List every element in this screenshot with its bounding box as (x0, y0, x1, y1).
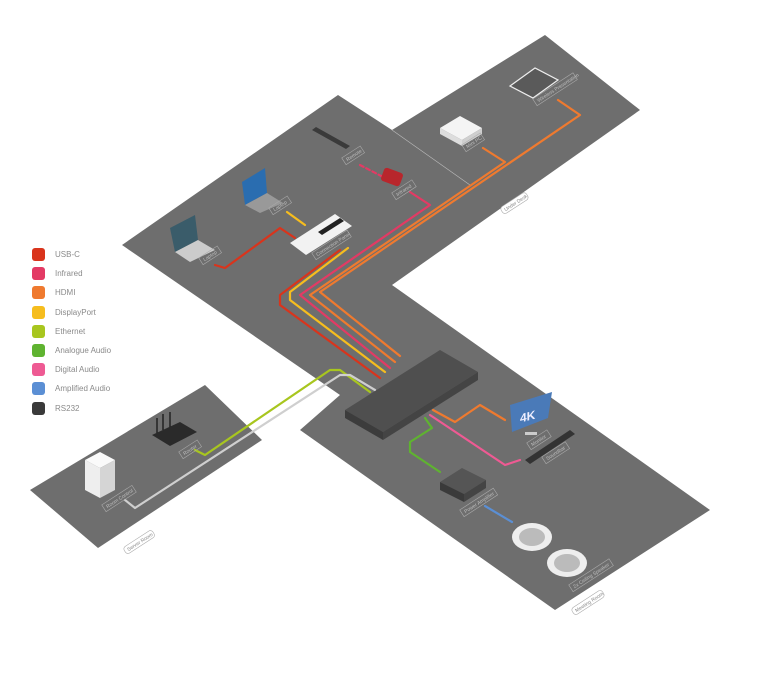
cable-infrared (298, 190, 432, 370)
cable-digital-audio (428, 413, 522, 467)
soundbar[interactable] (525, 430, 575, 464)
legend-item: Amplified Audio (32, 379, 111, 398)
main-floor (122, 35, 710, 610)
router[interactable] (152, 412, 197, 446)
legend-swatch (32, 324, 45, 338)
legend-swatch (32, 305, 45, 319)
legend-swatch (32, 363, 45, 377)
legend-label: HDMI (55, 288, 76, 298)
ceiling-speaker-1[interactable] (512, 523, 552, 551)
legend-label: Digital Audio (55, 365, 100, 375)
cable-usbc-laptop (213, 226, 297, 270)
legend-item: HDMI (32, 283, 111, 302)
legend-item: Analogue Audio (32, 341, 111, 360)
infrared-receiver[interactable] (380, 167, 404, 187)
legend-item: Ethernet (32, 322, 111, 341)
ceiling-speaker-2[interactable] (547, 549, 587, 577)
legend-swatch (32, 248, 45, 262)
label-server-room: Server Room (123, 530, 155, 554)
cable-rs232 (123, 373, 377, 510)
legend-swatch (32, 344, 45, 358)
laptop-2[interactable] (242, 168, 283, 213)
legend-item: USB-C (32, 245, 111, 264)
legend-swatch (32, 401, 45, 415)
legend-label: USB-C (55, 250, 80, 260)
legend-label: Amplified Audio (55, 384, 111, 394)
legend-swatch (32, 286, 45, 300)
under-desk-divider (391, 129, 471, 186)
cable-amplified-audio (483, 504, 514, 524)
monitor[interactable]: 4K (510, 392, 552, 435)
legend-label: Ethernet (55, 326, 86, 336)
svg-text:Meeting Room: Meeting Room (574, 591, 605, 614)
cable-dp-panel (288, 246, 387, 374)
cable-usbc-panel (278, 248, 382, 380)
cable-infrared-dashed (358, 163, 387, 180)
remote[interactable] (312, 127, 350, 149)
legend-label: Infrared (55, 269, 83, 279)
monitor-badge: 4K (520, 408, 536, 426)
legend-label: DisplayPort (55, 307, 96, 317)
power-amplifier[interactable] (440, 468, 486, 502)
legend-item: DisplayPort (32, 303, 111, 322)
connection-panel[interactable] (290, 214, 352, 255)
svg-text:Server Room: Server Room (126, 532, 154, 553)
legend-swatch (32, 267, 45, 281)
cable-hdmi-wireless (318, 98, 582, 358)
cable-analogue-audio (408, 416, 442, 474)
legend-item: Infrared (32, 264, 111, 283)
legend-swatch (32, 382, 45, 396)
laptop-1[interactable] (170, 215, 215, 262)
cable-ethernet (193, 368, 372, 457)
room-control-server[interactable] (85, 452, 115, 498)
legend-label: Analogue Audio (55, 346, 112, 356)
legend-item: Digital Audio (32, 360, 111, 379)
legend-label: RS232 (55, 403, 80, 413)
server-room-floor (30, 385, 262, 548)
wireless-presentation[interactable] (508, 67, 560, 99)
cable-hdmi-minipc (308, 146, 507, 364)
cable-dp-laptop (285, 210, 307, 227)
legend-item: RS232 (32, 399, 111, 418)
switcher[interactable] (345, 350, 478, 440)
cable-hdmi-monitor (431, 403, 507, 424)
